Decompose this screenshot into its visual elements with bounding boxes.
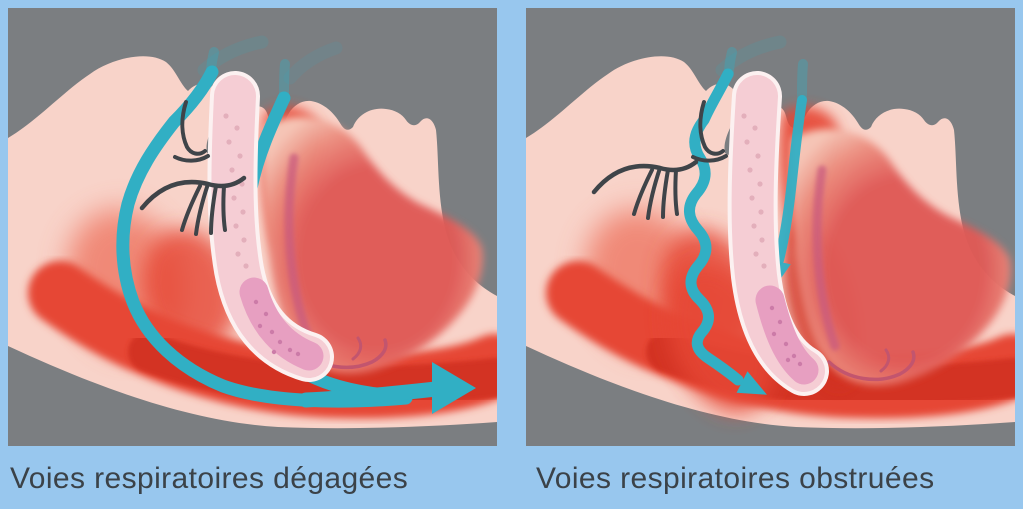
- nostril-line: [173, 100, 210, 163]
- panel-obstructed-airways: [526, 8, 1015, 446]
- caption-obstructed-airways: Voies respiratoires obstruées: [536, 462, 935, 495]
- panel-clear-airways: [8, 8, 497, 446]
- caption-clear-airways: Voies respiratoires dégagées: [10, 462, 409, 495]
- airflow-arrow-head: [432, 362, 476, 414]
- palate-speckles: [741, 113, 803, 367]
- obstructed-airways-illustration: [526, 8, 1015, 446]
- oral-airflow-fade: [797, 59, 808, 101]
- closed-eye: [139, 175, 247, 236]
- face-lines: [139, 100, 247, 236]
- face-lines: [591, 100, 728, 220]
- airflow-arrow-shaft: [298, 381, 444, 408]
- nasal-airflow-ghost: [715, 35, 787, 77]
- clear-airways-illustration: [8, 8, 497, 446]
- airflow-blocked: [684, 35, 808, 395]
- nasal-airflow-stream: [116, 65, 413, 408]
- palate-speckles: [223, 113, 301, 357]
- nostril-line: [691, 100, 728, 163]
- oral-airflow-fade: [279, 59, 290, 101]
- nasal-airflow-ghost: [197, 35, 269, 77]
- oral-airflow-ghost: [283, 41, 343, 85]
- tongue-tip-outline: [827, 350, 916, 382]
- oral-airflow-stream: [774, 95, 807, 265]
- soft-palate-uvula: [207, 71, 334, 382]
- nasal-airflow-blocked-arrow-head: [736, 371, 767, 395]
- tongue: [790, 128, 1011, 386]
- closed-eye: [591, 159, 699, 220]
- soft-palate-uvula: [727, 71, 829, 396]
- nasal-airflow-wavy-stream: [684, 68, 744, 386]
